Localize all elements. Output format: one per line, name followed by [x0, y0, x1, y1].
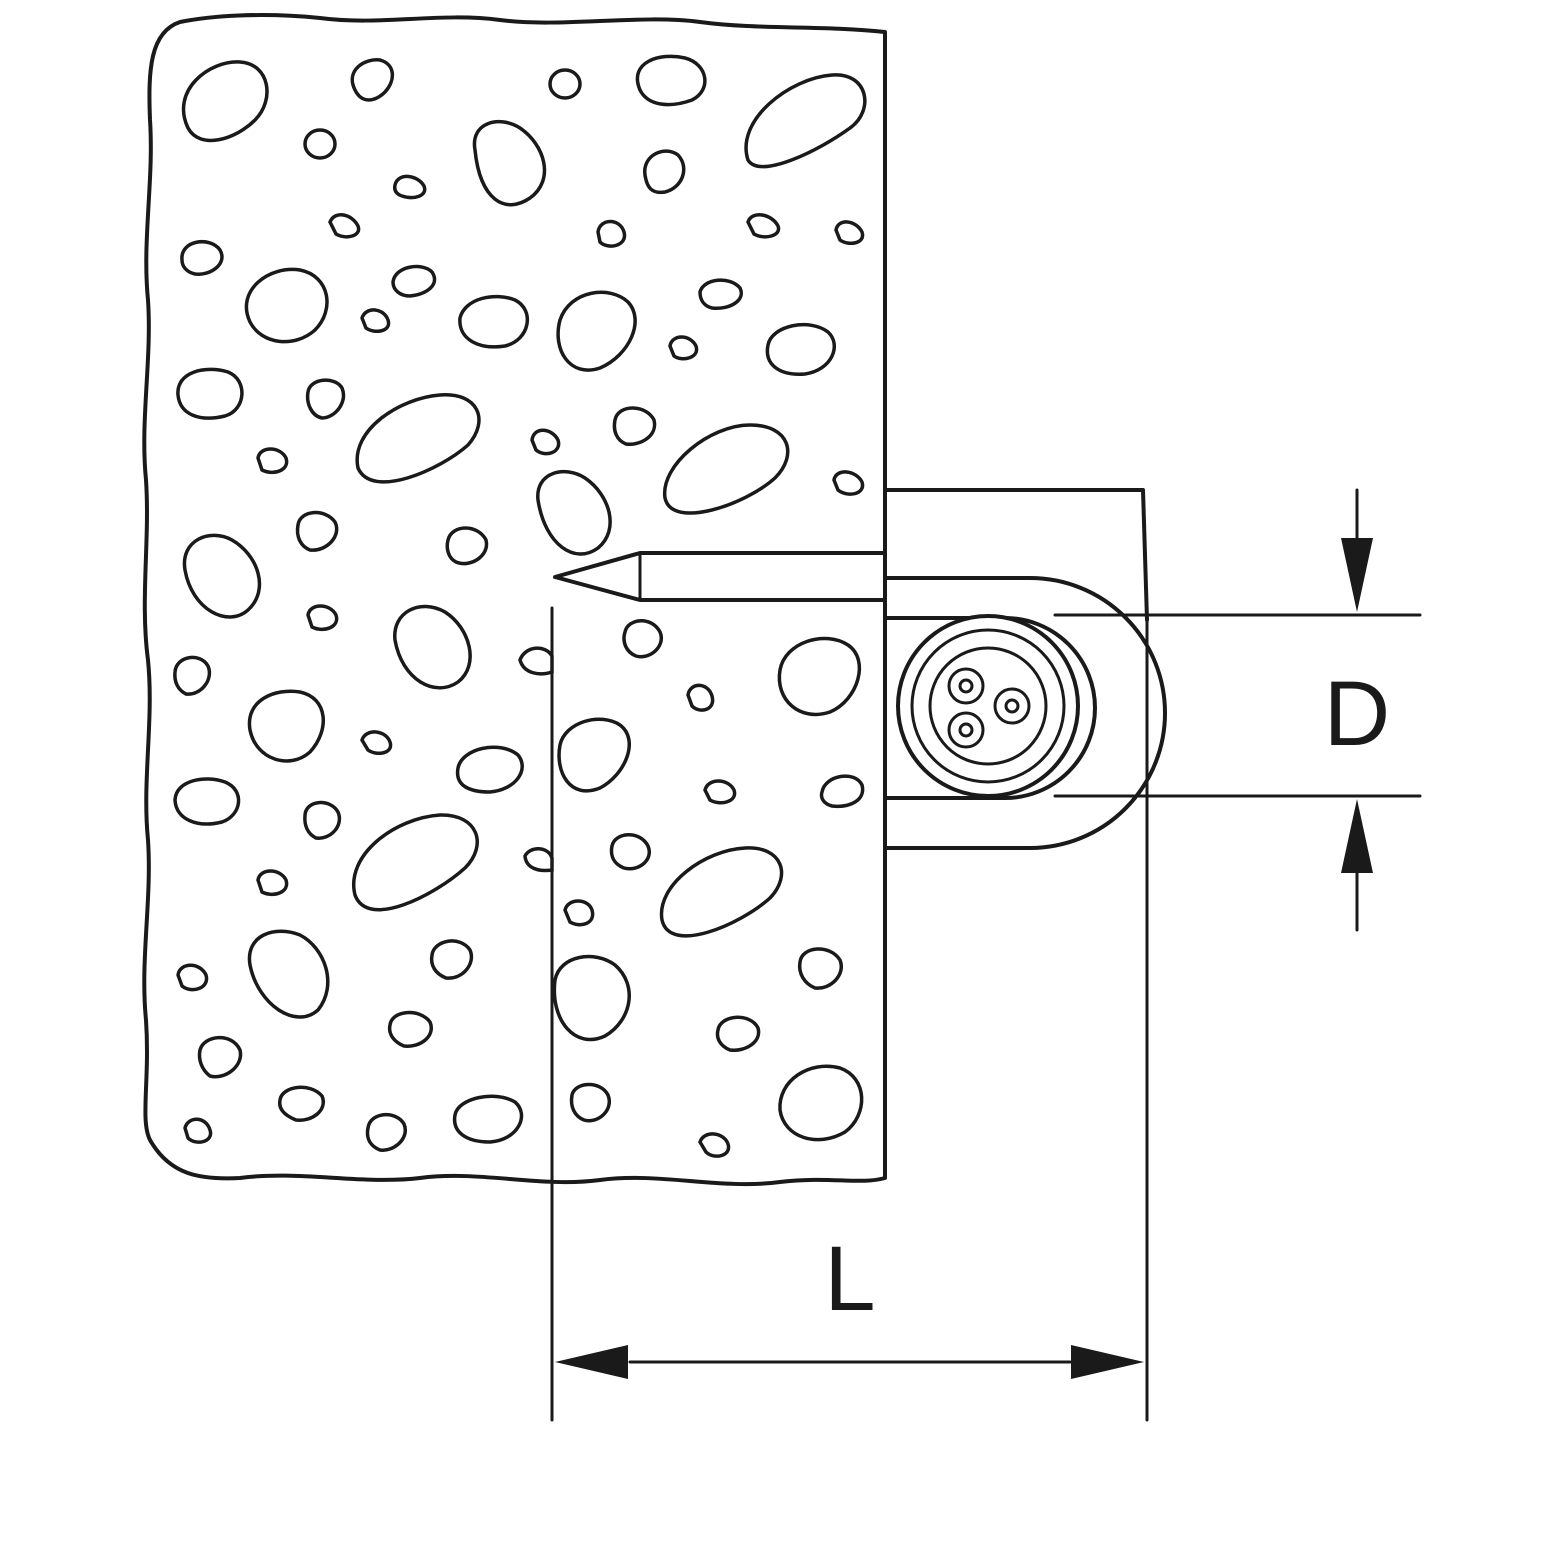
cable-clip	[883, 576, 1167, 850]
dimension-d-arrow-top	[1341, 538, 1373, 612]
dimension-d: D	[1053, 488, 1422, 932]
dimension-l: L	[550, 618, 1149, 1422]
aggregate-stones	[173, 54, 867, 1158]
dimension-d-label: D	[1324, 663, 1390, 765]
dimension-l-label: L	[824, 1228, 875, 1330]
dimension-l-arrow-right	[1071, 1345, 1144, 1379]
dimension-l-arrow-left	[555, 1345, 628, 1379]
cable-conductors	[947, 667, 1031, 749]
dimension-d-arrow-bottom	[1341, 799, 1373, 873]
clip-base	[883, 488, 1149, 622]
concrete-wall	[142, 13, 887, 1187]
cable-cross-section	[896, 614, 1080, 798]
